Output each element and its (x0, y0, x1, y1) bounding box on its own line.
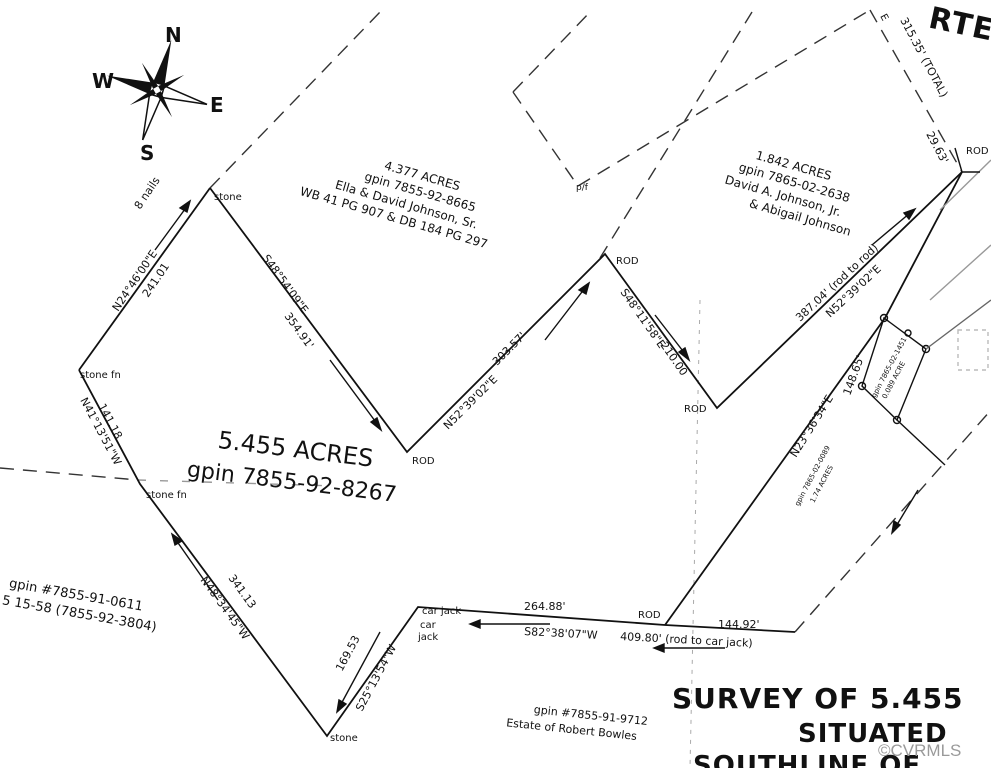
title-line3: SOUTHLINE OF (693, 751, 921, 768)
south-boundary (78, 369, 796, 738)
title-line2: SITUATED (798, 719, 948, 749)
marker-car-jack: car jack (422, 606, 461, 617)
marker-car: car (420, 620, 437, 631)
arrow-head (677, 346, 691, 363)
small-parcel-outline (861, 316, 927, 422)
dashed-line (869, 9, 963, 173)
marker-jack: jack (417, 632, 438, 643)
dashed-line (209, 9, 383, 189)
compass-w-label: W (92, 69, 114, 93)
compass-s-label: S (140, 141, 154, 165)
arrow-head (652, 642, 665, 654)
distance-169: 169.53 (333, 633, 363, 673)
dashed-line (599, 11, 753, 259)
small-parcel-label: gpin 7865-02-1451 0.089 ACRE (870, 336, 909, 400)
compass-n-label: N (165, 23, 182, 47)
east-parcel-label: 1.842 ACRES gpin 7865-02-2638 David A. J… (723, 148, 852, 238)
dashed-line (512, 91, 579, 187)
compass-west-point (107, 75, 153, 95)
dashed-line (512, 9, 593, 93)
bearing-s48-11: S48°11'58"E (618, 286, 669, 350)
bearing-s48-54: S48°54'09"E (260, 252, 311, 316)
adjoining-line (929, 244, 991, 301)
marker-stone-fn: stone fn (146, 490, 187, 501)
title-line1: SURVEY OF 5.455 (672, 682, 964, 715)
marker-rod: ROD (966, 146, 989, 157)
dashed-line (794, 409, 991, 633)
marker-rod: ROD (412, 456, 435, 467)
arrow-head (902, 207, 917, 221)
marker-stone: stone (214, 192, 242, 203)
watermark: ©CVRMLS (878, 741, 961, 760)
arrow-head (468, 618, 481, 630)
distance-144: 144.92' (718, 618, 760, 631)
corner-marker (879, 313, 889, 323)
dashed-line (577, 9, 871, 187)
east-boundary-upper (884, 171, 963, 319)
compass-rose (107, 40, 208, 141)
main-parcel-label: 5.455 ACRES gpin 7855-92-8267 (186, 426, 398, 508)
bearing-top-e: E (877, 12, 890, 23)
corner-marker (921, 344, 931, 354)
structure-outline (957, 329, 989, 371)
distance-303: 303.57' (490, 330, 529, 369)
marker-rod: ROD (638, 610, 661, 621)
arrow-head (577, 281, 591, 296)
marker-rod: ROD (684, 404, 707, 415)
arrow-head (369, 416, 383, 433)
corner-marker (857, 381, 867, 391)
east-boundary (664, 317, 886, 626)
distance-354: 354.91' (282, 310, 317, 351)
dashed-lines (0, 9, 991, 768)
marker-stone-fn: stone fn (80, 370, 121, 381)
nails-label: 8 nails (132, 174, 163, 211)
west-parcel-label: gpin #7855-91-0611 5 15-58 (7855-92-3804… (1, 576, 158, 635)
dashed-line (0, 467, 139, 481)
direction-arrows (154, 199, 919, 714)
marker-rod: ROD (616, 256, 639, 267)
dashed-line (689, 299, 701, 768)
arrow-head (178, 199, 192, 214)
south-parcel-label: gpin #7855-91-9712 Estate of Robert Bowl… (506, 703, 649, 743)
title-road-corner: RTE. 6 (926, 1, 991, 58)
rod-corner (954, 147, 980, 173)
corner-marker (892, 415, 902, 425)
compass-north-point (152, 40, 172, 86)
compass-south-point (141, 93, 163, 141)
distance-264: 264.88' (524, 600, 566, 613)
arrow-head (335, 698, 348, 714)
north-parcel-label: 4.377 ACRES gpin 7855-92-8665 Ella & Dav… (298, 158, 489, 251)
compass-east-point (160, 84, 208, 106)
adjoining-line (939, 159, 991, 211)
north-boundary (209, 171, 963, 454)
adjoining-line (896, 419, 946, 466)
marker-pf: p/f (576, 183, 589, 193)
arrow-head (170, 532, 184, 547)
distance-409: 409.80' (rod to car jack) (620, 630, 753, 650)
compass-e-label: E (210, 93, 224, 117)
bearing-s82: S82°38'07"W (524, 625, 598, 642)
distance-210: 210.00 (658, 339, 691, 378)
marker-stone: stone (330, 733, 358, 744)
corner-marker (904, 329, 912, 337)
parcel-boundary (78, 171, 963, 738)
small-parcel (857, 147, 991, 466)
arrow-head (890, 519, 902, 536)
adjoining-line (925, 299, 991, 350)
rod-distance: 29.63' (923, 129, 951, 166)
nw-boundary (78, 187, 211, 371)
bearing-s25: S25°13'54"W (353, 642, 399, 713)
bearing-n52-a: N52°39'02"E (441, 373, 500, 432)
